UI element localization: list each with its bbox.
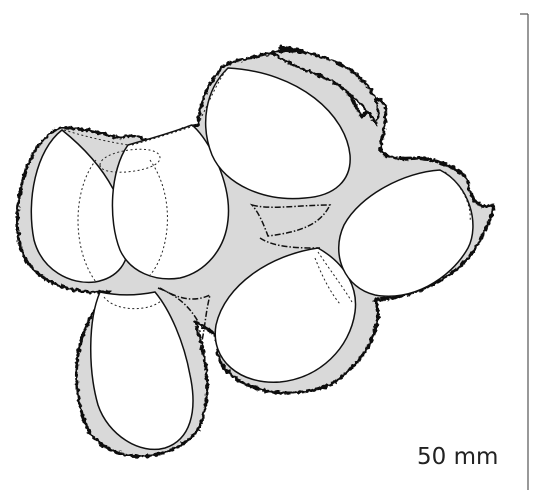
scale-bar-label: 50 mm [417, 446, 498, 469]
